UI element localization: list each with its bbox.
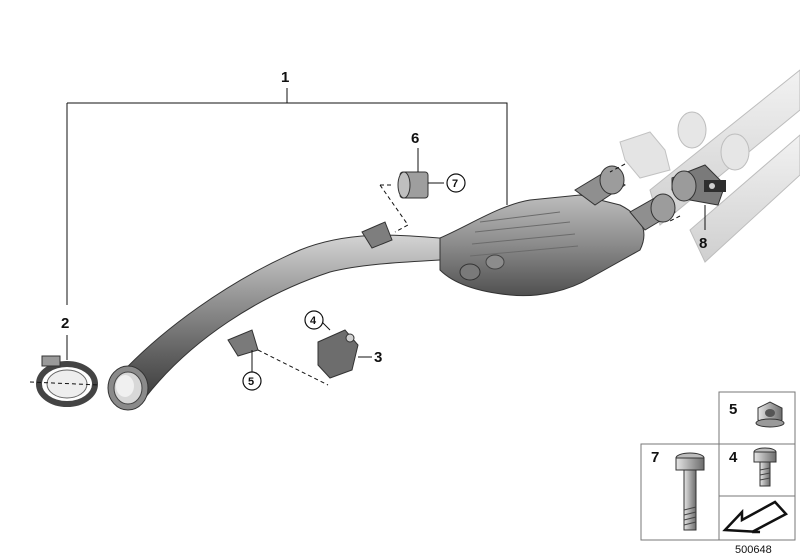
callout-4: 4 bbox=[310, 315, 317, 327]
callout-5: 5 bbox=[248, 376, 254, 388]
pipe-clamp bbox=[671, 164, 726, 206]
callout-1: 1 bbox=[281, 69, 289, 86]
reference-number: 500648 bbox=[735, 544, 772, 556]
callout-2: 2 bbox=[61, 315, 69, 332]
outlet-stubs bbox=[574, 165, 676, 231]
nut-icon bbox=[755, 401, 785, 428]
leader-lines bbox=[29, 88, 706, 386]
callout-6: 6 bbox=[411, 130, 419, 147]
legend-label-bolt-long: 7 bbox=[651, 449, 659, 466]
callouts: 1 2 3 6 8 7 4 5 bbox=[61, 69, 707, 391]
long-bolt-icon bbox=[675, 452, 705, 531]
callout-3: 3 bbox=[374, 349, 382, 366]
muffler-body bbox=[439, 194, 645, 297]
pipe-hanger bbox=[361, 221, 393, 249]
v-band-clamp bbox=[36, 355, 98, 407]
callout-4-circle bbox=[304, 310, 324, 330]
callout-7-circle bbox=[446, 173, 466, 193]
short-bolt-icon bbox=[753, 447, 777, 487]
front-pipe bbox=[107, 234, 472, 411]
rubber-mount bbox=[397, 171, 429, 199]
legend-label-nut: 5 bbox=[729, 401, 737, 418]
hardware-legend: 5 7 4 bbox=[640, 391, 796, 541]
callout-8: 8 bbox=[699, 235, 707, 252]
callout-7: 7 bbox=[452, 178, 458, 190]
pipe-bracket-lower bbox=[227, 329, 259, 357]
callout-5-circle bbox=[242, 371, 262, 391]
legend-label-bolt-short: 4 bbox=[729, 449, 738, 466]
pointer-arrow-icon bbox=[722, 500, 789, 534]
mounting-bracket bbox=[317, 329, 359, 379]
rear-pipes-ghost bbox=[619, 69, 800, 263]
